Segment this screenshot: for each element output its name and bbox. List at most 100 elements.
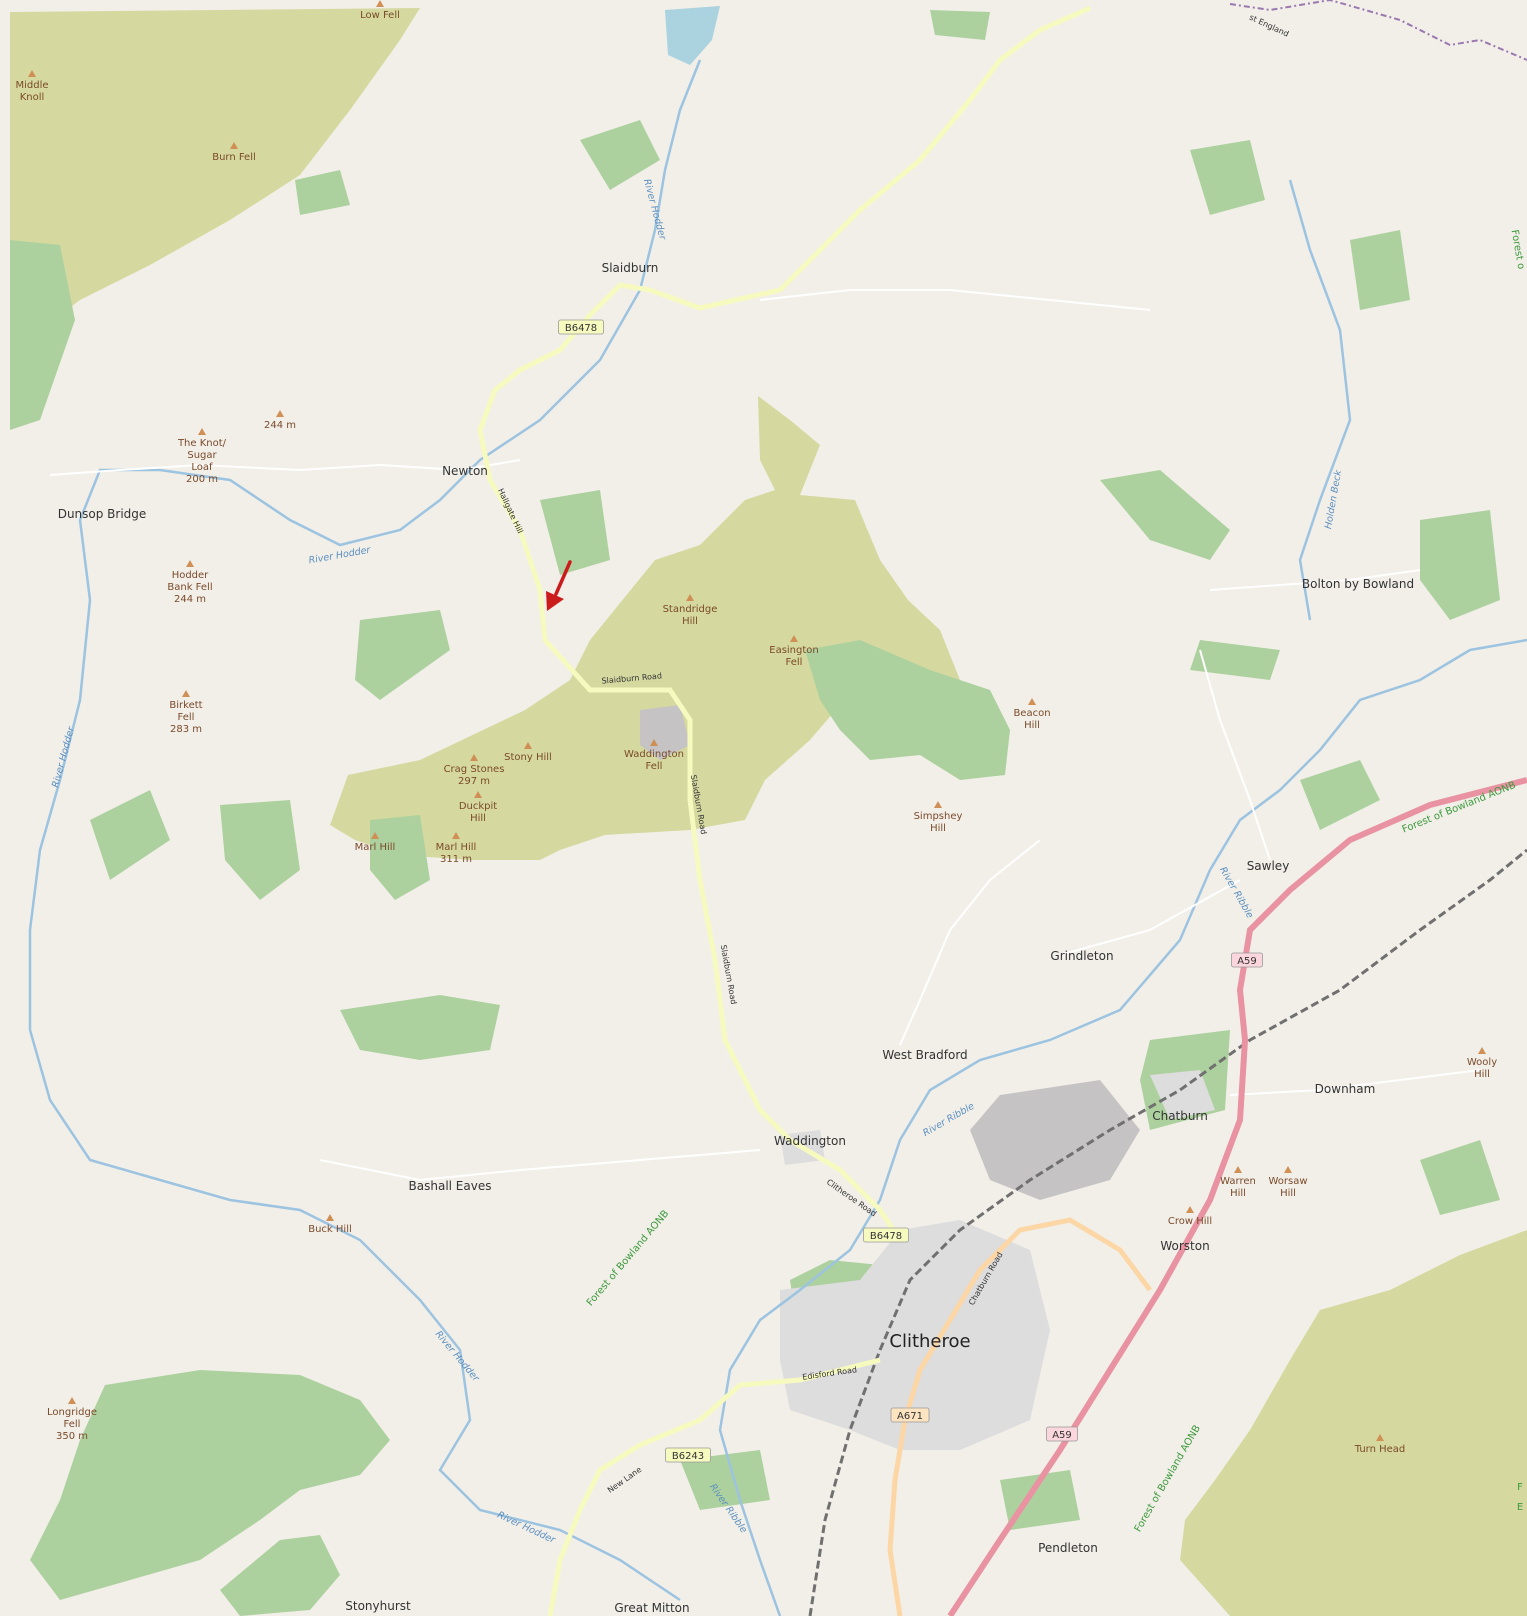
peak-icon [1028, 698, 1036, 705]
village-label-dunsop-bridge: Dunsop Bridge [58, 507, 147, 521]
minor-road-lines [49, 289, 1481, 1182]
village-label-worston: Worston [1160, 1239, 1209, 1253]
woodland-easington-fell [805, 640, 1010, 780]
peak-icon [1284, 1166, 1292, 1173]
holden-beck [1288, 179, 1352, 621]
road-shield-a59: A59 [1052, 1430, 1072, 1441]
peak-icon [28, 70, 36, 77]
peak-icon [186, 560, 194, 567]
woodland-strip-2 [370, 815, 430, 900]
village-label-waddington: Waddington [774, 1134, 846, 1148]
river-lines [28, 59, 1527, 1616]
river-ribble [718, 638, 1527, 1616]
peak-icon [934, 801, 942, 808]
woodland-stonyhurst [220, 1535, 340, 1616]
road-shield-b6243: B6243 [672, 1451, 704, 1462]
village-label-downham: Downham [1315, 1082, 1376, 1096]
peak-icon [198, 428, 206, 435]
minor-road-sawley [1199, 649, 1271, 861]
minor-road-dunsop-newton [49, 459, 521, 476]
woodland-strip-16 [930, 10, 990, 40]
woodland-strip-13 [1420, 1140, 1500, 1215]
road-shield-box [1046, 1426, 1078, 1442]
fell-area-burn-fell [10, 8, 420, 420]
woodland-strip-7 [580, 120, 660, 190]
peak-icon [470, 754, 478, 761]
minor-road-grindleton [1059, 879, 1241, 956]
peak-label-low-fell: Low Fell [360, 10, 400, 21]
peak-icon [68, 1397, 76, 1404]
minor-road-slaidburn-east [759, 289, 1151, 311]
peak-icon [182, 690, 190, 697]
peak-label-244-m: 244 m [264, 420, 296, 431]
woodland-longridge-fell [30, 1370, 390, 1600]
peak-icon [650, 739, 658, 746]
peak-icon [371, 832, 379, 839]
road-shield-b6478: B6478 [565, 323, 597, 334]
village-label-west-bradford: West Bradford [882, 1048, 967, 1062]
fell-area-easington [330, 396, 960, 860]
peak-icon [474, 791, 482, 798]
river-hodder [28, 59, 702, 1602]
peak-label-burn-fell: Burn Fell [212, 152, 256, 163]
peak-icon [326, 1214, 334, 1221]
peak-icon [686, 594, 694, 601]
peak-icon [1376, 1434, 1384, 1441]
road-shield-box [558, 319, 604, 335]
quarry-areas [640, 705, 1140, 1200]
village-label-stonyhurst: Stonyhurst [345, 1599, 411, 1613]
minor-road-downham [1229, 1069, 1481, 1096]
village-label-bashall-eaves: Bashall Eaves [409, 1179, 492, 1193]
minor-road-west-bradford [899, 839, 1041, 1046]
secondary-road-lines [477, 5, 1092, 1616]
peak-icon [376, 0, 384, 7]
woodland-strip-17 [1190, 140, 1265, 215]
woodland-strip-10 [355, 610, 450, 700]
road-shield-box [665, 1447, 711, 1463]
reservoir-stocks [665, 6, 720, 65]
woodland-strip-14 [680, 1450, 770, 1510]
road-b6243 [547, 1357, 881, 1616]
road-shield-a671: A671 [897, 1411, 923, 1422]
road-shield-b6478: B6478 [870, 1231, 902, 1242]
edge-label: F [1517, 1482, 1523, 1493]
location-marker-arrow[interactable] [546, 560, 572, 611]
fell-area-pendle [1180, 1230, 1527, 1616]
road-b6478 [477, 5, 1092, 1242]
edge-label: E [1517, 1502, 1523, 1513]
marker-arrow-shaft [554, 560, 572, 596]
woodland-strip-3 [1100, 470, 1230, 560]
village-label-bolton-by-bowland: Bolton by Bowland [1302, 577, 1414, 591]
railway-line [808, 848, 1527, 1616]
village-label-slaidburn: Slaidburn [602, 261, 659, 275]
town-label-clitheroe: Clitheroe [889, 1331, 970, 1352]
woodland-strip-11 [90, 790, 170, 880]
village-label-chatburn: Chatburn [1152, 1109, 1208, 1123]
quarry-waddington-fell [640, 705, 690, 760]
peak-icon [1234, 1166, 1242, 1173]
peak-label-crow-hill: Crow Hill [1168, 1216, 1212, 1227]
road-shield-box [863, 1227, 909, 1243]
peak-icon [276, 410, 284, 417]
peak-icon [452, 832, 460, 839]
woodland-strip-4 [1420, 510, 1500, 620]
woodland-strip-5 [1190, 640, 1280, 680]
woodland-bashall [340, 995, 500, 1060]
clitheroe-urban [780, 1220, 1050, 1450]
village-label-pendleton: Pendleton [1038, 1541, 1098, 1555]
village-label-great-mitton: Great Mitton [614, 1601, 689, 1615]
peak-label-buck-hill: Buck Hill [308, 1224, 352, 1235]
woodland-west-edge [10, 240, 75, 430]
minor-road-bashall [319, 1149, 761, 1182]
